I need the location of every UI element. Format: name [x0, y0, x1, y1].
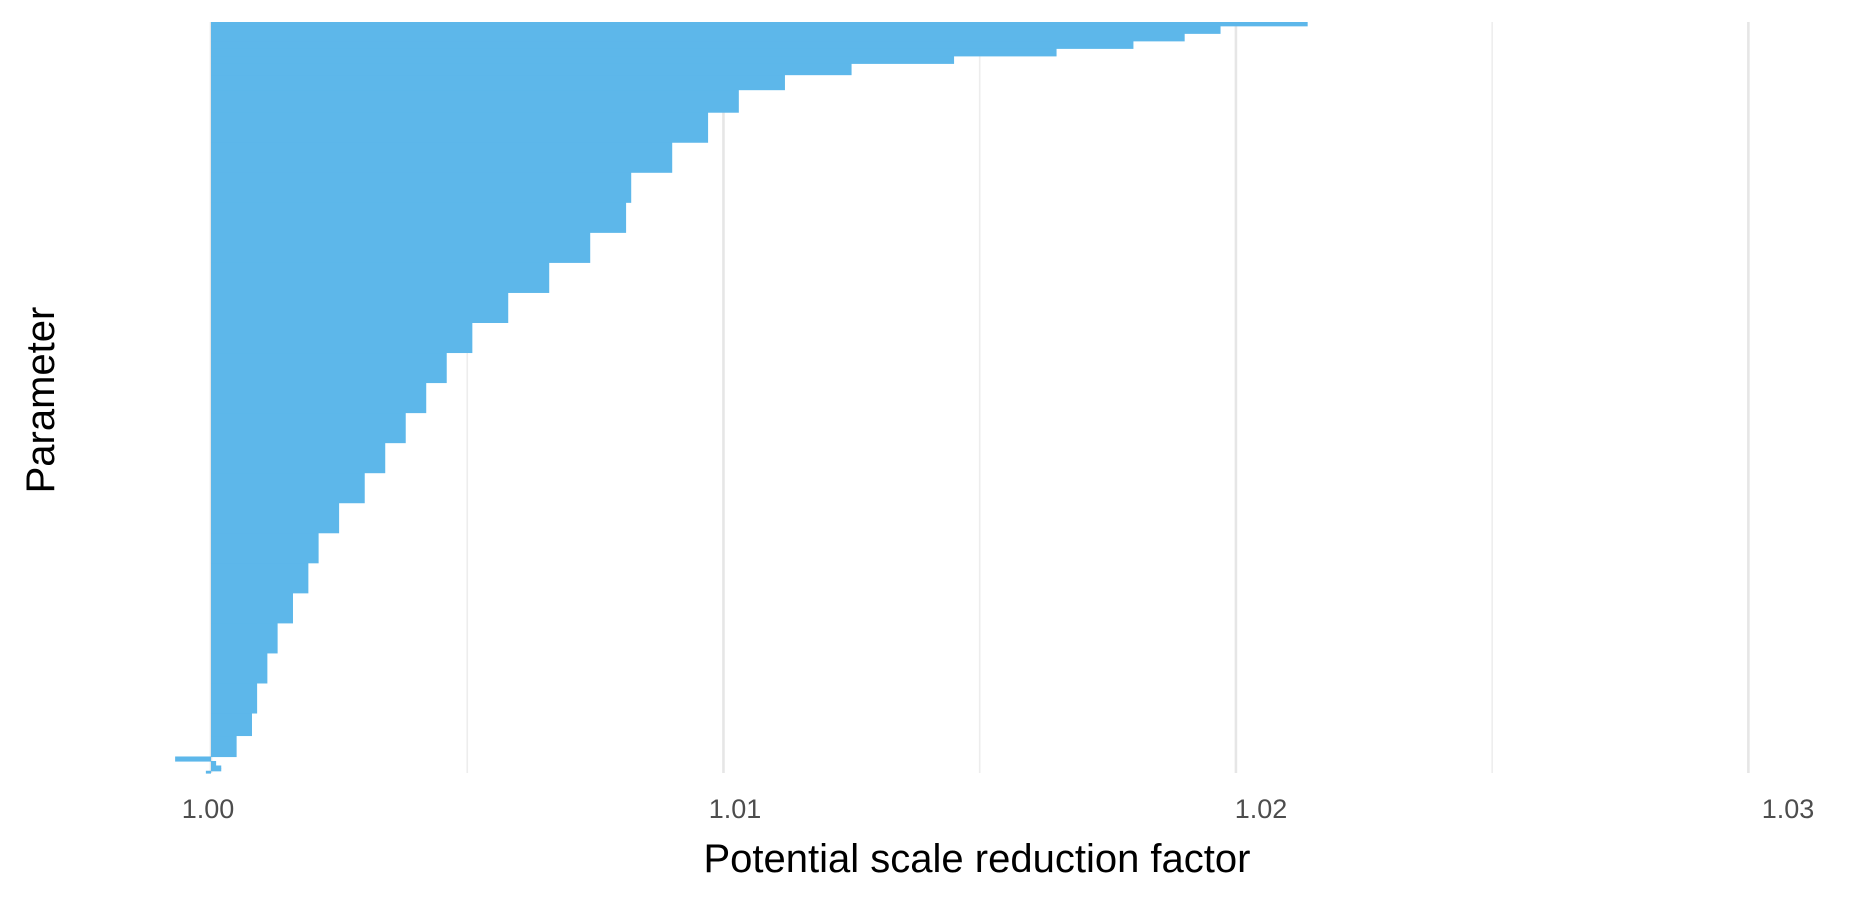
- psrf-bar: [210, 765, 222, 770]
- psrf-bar: [210, 89, 739, 113]
- psrf-bar: [210, 74, 785, 91]
- psrf-bar: [210, 202, 627, 233]
- x-tick-label: 1.03: [1762, 794, 1815, 824]
- x-tick-label: 1.02: [1235, 794, 1288, 824]
- psrf-bar: [210, 682, 258, 714]
- psrf-bar: [210, 48, 1057, 57]
- psrf-bar: [210, 768, 222, 772]
- psrf-bar: [210, 622, 278, 654]
- psrf-bar: [210, 55, 955, 64]
- psrf-bar: [210, 760, 217, 767]
- psrf-bar: [175, 756, 211, 762]
- y-axis-title: Parameter: [19, 307, 63, 494]
- x-tick-label: 1.01: [709, 794, 762, 824]
- psrf-bar: [210, 592, 293, 624]
- psrf-bar: [210, 22, 1308, 27]
- psrf-bar: [210, 25, 1221, 34]
- psrf-bar: [210, 712, 252, 737]
- psrf-bar: [210, 382, 427, 414]
- psrf-bar: [210, 322, 473, 354]
- psrf-bar: [210, 472, 365, 504]
- psrf-bar: [210, 502, 340, 534]
- x-axis-ticks: 1.00 1.01 1.02 1.03: [182, 794, 1815, 824]
- x-axis-title: Potential scale reduction factor: [704, 837, 1251, 881]
- psrf-bar: [210, 33, 1185, 42]
- psrf-bar: [210, 262, 550, 293]
- x-tick-label: 1.00: [182, 794, 235, 824]
- psrf-bar: [210, 652, 268, 684]
- bars-layer: [175, 22, 1308, 774]
- psrf-bar: [210, 352, 447, 384]
- psrf-bar: [210, 562, 309, 594]
- psrf-bar: [210, 442, 386, 474]
- psrf-bar: [210, 532, 319, 564]
- psrf-bar: [210, 292, 509, 323]
- psrf-bar: [210, 412, 406, 444]
- psrf-bar: [210, 63, 852, 76]
- psrf-bar: [210, 735, 237, 758]
- psrf-bar: [210, 40, 1134, 49]
- psrf-bar: [210, 172, 632, 203]
- psrf-bar: [205, 770, 211, 774]
- psrf-bar: [210, 232, 591, 263]
- psrf-bar: [210, 142, 673, 173]
- psrf-bar: [210, 112, 709, 143]
